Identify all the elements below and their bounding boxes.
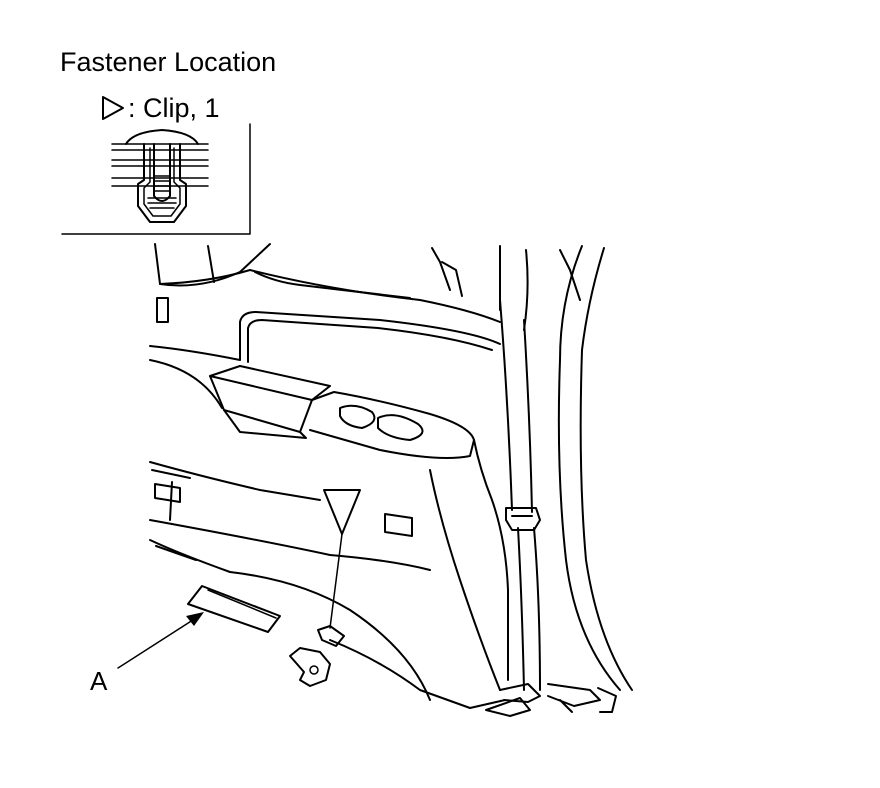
loose-bracket — [289, 647, 331, 687]
part-a-leader — [117, 612, 204, 669]
rear-side-trim-panel — [149, 243, 509, 709]
triangle-right-outline-icon — [102, 96, 124, 120]
clip-detail-inset — [61, 123, 251, 235]
clip-location-marker — [317, 489, 361, 647]
legend-text: : Clip, 1 — [128, 93, 220, 123]
part-label-a: A — [90, 666, 108, 696]
page-title: Fastener Location — [60, 47, 277, 77]
fastener-legend: : Clip, 1 — [100, 92, 220, 124]
part-a-cover — [187, 585, 281, 633]
seat-belt-and-pillar — [431, 245, 633, 717]
clip-cross-section — [111, 129, 209, 223]
